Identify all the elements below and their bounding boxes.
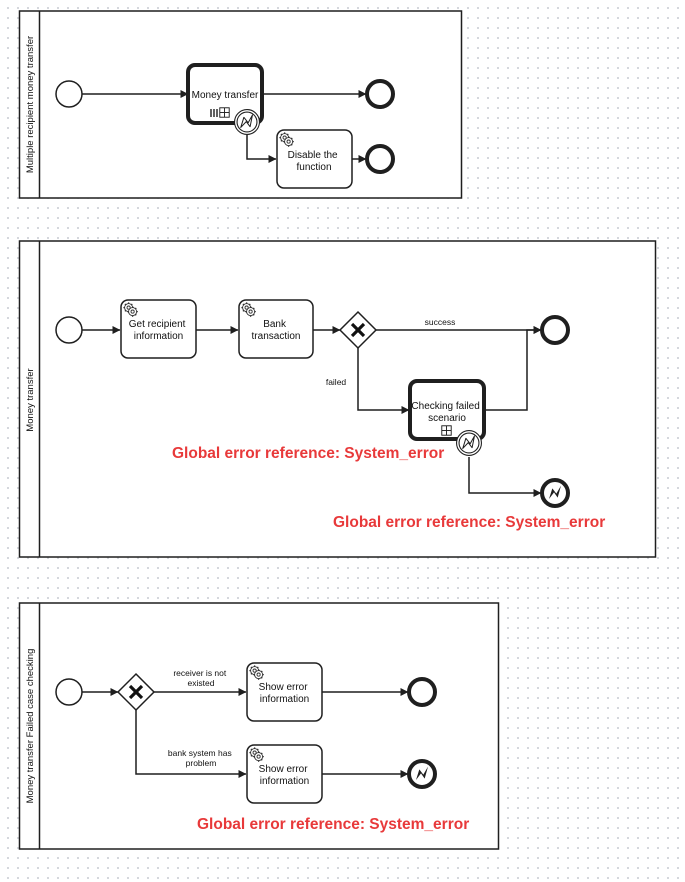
task-get-recipient[interactable]: Get recipient information bbox=[120, 299, 197, 359]
error-reference-label: Global error reference: System_error bbox=[197, 816, 469, 833]
gateway-x-icon bbox=[350, 322, 366, 338]
pool-2-frame bbox=[18, 240, 657, 558]
end-event[interactable] bbox=[407, 677, 437, 707]
flow-checking-to-end[interactable] bbox=[484, 326, 542, 411]
flow-bank-problem[interactable] bbox=[135, 710, 247, 778]
error-icon[interactable] bbox=[456, 430, 482, 456]
parallel-multi-instance-icon bbox=[210, 109, 218, 117]
task-label: Money transfer bbox=[192, 90, 259, 101]
pool-failed-case-checking: Money transfer Failed case checking rece… bbox=[18, 602, 500, 850]
task-checking-failed-scenario[interactable]: Checking failed scenario bbox=[408, 379, 486, 441]
error-reference-label: Global error reference: System_error bbox=[172, 445, 444, 462]
error-end-event[interactable] bbox=[407, 759, 437, 789]
start-event[interactable] bbox=[55, 80, 83, 108]
end-event[interactable] bbox=[365, 79, 395, 109]
gateway-x-icon bbox=[128, 684, 144, 700]
flow-error-to-error-end[interactable] bbox=[468, 457, 542, 497]
task-bank-transaction[interactable]: Bank transaction bbox=[238, 299, 314, 359]
task-label: Checking failed scenario bbox=[411, 401, 482, 424]
task-show-error-information[interactable]: Show error information bbox=[246, 662, 323, 722]
start-event[interactable] bbox=[55, 678, 83, 706]
start-event[interactable] bbox=[55, 316, 83, 344]
end-event[interactable] bbox=[540, 315, 570, 345]
flow-failed[interactable] bbox=[357, 348, 410, 414]
pool-2-title: Money transfer bbox=[25, 368, 36, 431]
pool-multiple-recipient: Multiple recipient money transfer Money … bbox=[18, 10, 463, 199]
end-event[interactable] bbox=[365, 144, 395, 174]
pool-1-title: Multiple recipient money transfer bbox=[25, 36, 36, 173]
task-label: Disable the function bbox=[288, 150, 341, 173]
subprocess-plus-icon bbox=[441, 425, 452, 436]
task-label: Show error information bbox=[259, 682, 311, 705]
pool-3-title: Money transfer Failed case checking bbox=[25, 649, 36, 804]
flow-error-to-disable[interactable] bbox=[246, 135, 277, 163]
error-icon[interactable] bbox=[234, 109, 260, 135]
task-label: Get recipient information bbox=[129, 319, 188, 342]
flow-label-bank-problem: bank system has problem bbox=[168, 748, 234, 768]
subprocess-plus-icon bbox=[219, 107, 230, 118]
exclusive-gateway[interactable] bbox=[116, 672, 156, 712]
exclusive-gateway[interactable] bbox=[338, 310, 378, 350]
task-disable-function[interactable]: Disable the function bbox=[276, 129, 353, 189]
task-label: Bank transaction bbox=[252, 319, 301, 342]
task-money-transfer[interactable]: Money transfer bbox=[186, 63, 264, 125]
flow-label-receiver: receiver is not existed bbox=[173, 668, 228, 688]
task-label: Show error information bbox=[259, 764, 311, 787]
pool-3-frame bbox=[18, 602, 500, 850]
task-show-error-information[interactable]: Show error information bbox=[246, 744, 323, 804]
error-end-event[interactable] bbox=[540, 478, 570, 508]
flow-label-success: success bbox=[425, 317, 456, 327]
flow-label-failed: failed bbox=[326, 377, 347, 387]
error-reference-label: Global error reference: System_error bbox=[333, 514, 605, 531]
pool-money-transfer: Money transfer success failed Get recipi… bbox=[18, 240, 657, 558]
